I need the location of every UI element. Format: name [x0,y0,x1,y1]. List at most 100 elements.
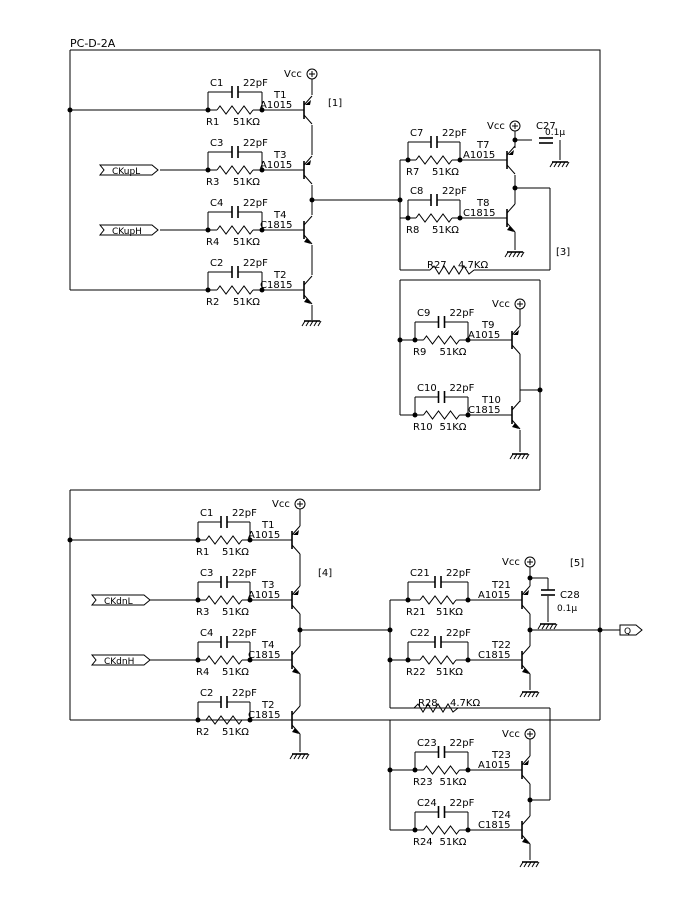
resistor-r2 [205,715,243,725]
transistor-t10 [506,400,521,430]
res-label-r23: R23 [413,777,433,788]
transistor-t2 [286,705,301,735]
npn-arrow [522,668,529,674]
junction-dot [412,337,418,343]
npn-arrow [304,298,311,304]
cap-label-c3: C3 [210,138,223,149]
transistor-t4 [286,645,301,675]
transistor-t4 [298,215,313,245]
output-q: Q [619,624,643,637]
cap-label-c10: C10 [417,383,437,394]
cap-label-c21: C21 [410,568,430,579]
bypass-capacitor [539,137,553,144]
res-label-r2: R2 [196,727,209,738]
res-label-r3: R3 [206,177,219,188]
cap-value: 22pF [446,628,471,639]
transistor-label-t21: T21 [491,580,511,591]
res-label-r8: R8 [406,225,419,236]
cap-label-c9: C9 [417,308,430,319]
res-value: 51KΩ [233,117,260,128]
stage-3 [70,279,543,491]
emitter-lead [511,344,521,355]
ground-symbol [509,453,530,460]
transistor-label-t7: T7 [476,140,489,151]
block-label-1: [1] [328,98,342,109]
vcc-terminal [306,68,318,86]
transistor-t8 [501,203,516,233]
transistor-label-t3: T3 [261,580,274,591]
collector-lead [291,585,301,596]
transistor-t3 [286,585,301,615]
collector-lead [511,325,521,336]
ground-hatch [523,861,528,868]
pnp-arrow [293,530,299,535]
junction-dot [205,167,211,173]
collector-lead [303,275,313,286]
cap-label-c8: C8 [410,186,423,197]
rc-pair-r23 [412,746,471,775]
cap-value: 22pF [232,568,257,579]
collector-lead [521,755,531,766]
vcc-label: Vcc [492,299,510,310]
input-label-ckdnl: CKdnL [104,597,133,607]
bypass-capacitor [541,589,555,596]
res-value: 51KΩ [436,667,463,678]
rc-pair-r24 [412,806,471,835]
ground-hatch [519,861,524,868]
ground-hatch [549,623,554,630]
junction-dot [412,767,418,773]
ground-hatch [521,453,526,460]
feedback-res-value-r27: 4.7KΩ [458,260,488,271]
junction-dot [205,227,211,233]
ground-hatch [523,691,528,698]
cap-value: 22pF [232,688,257,699]
res-value: 51KΩ [222,667,249,678]
collector-lead [521,815,531,826]
resistor-r1 [205,535,243,545]
pnp-arrow [508,150,514,155]
pnp-arrow [523,590,529,595]
emitter-lead [303,114,313,125]
bypass-cap-value-c27: 0.1μ [545,128,565,138]
collector-lead [521,645,531,656]
rc-pair-r3 [195,576,253,605]
transistor-type: C1815 [463,208,495,219]
transistor-t7 [501,145,516,175]
junction-dot [412,827,418,833]
resistor-r4 [216,225,254,235]
collector-lead [303,95,313,106]
transistor-type: C1815 [478,650,510,661]
res-value: 51KΩ [436,607,463,618]
transistor-label-t9: T9 [481,320,494,331]
cap-value: 22pF [232,508,257,519]
emitter-lead [303,174,313,185]
resistor-r24 [423,825,460,835]
cap-label-c2: C2 [210,258,223,269]
output-label-q: Q [624,627,631,637]
pnp-arrow [523,760,529,765]
res-value: 51KΩ [233,297,260,308]
junction-dot [405,157,411,163]
rc-pair-r10 [412,391,471,420]
emitter-lead [506,164,516,175]
input-ckupl: CKupL [98,164,159,177]
transistor-label-t10: T10 [481,395,501,406]
emitter-lead [291,544,301,555]
ground-hatch [289,753,294,760]
input-label-ckuph: CKupH [112,227,142,237]
transistor-t1 [298,95,313,125]
ground-hatch [525,453,530,460]
cap-label-c1: C1 [210,78,223,89]
transistor-label-t4: T4 [261,640,274,651]
collector-lead [291,705,301,716]
npn-arrow [304,238,311,244]
ground-hatch [541,623,546,630]
transistor-t1 [286,525,301,555]
resistor-r3 [205,595,243,605]
transistor-t22 [516,645,531,675]
transistor-label-t2: T2 [273,270,286,281]
res-value: 51KΩ [432,225,459,236]
cap-value: 22pF [450,798,475,809]
ground-hatch [553,161,558,168]
cap-value: 22pF [243,258,268,269]
